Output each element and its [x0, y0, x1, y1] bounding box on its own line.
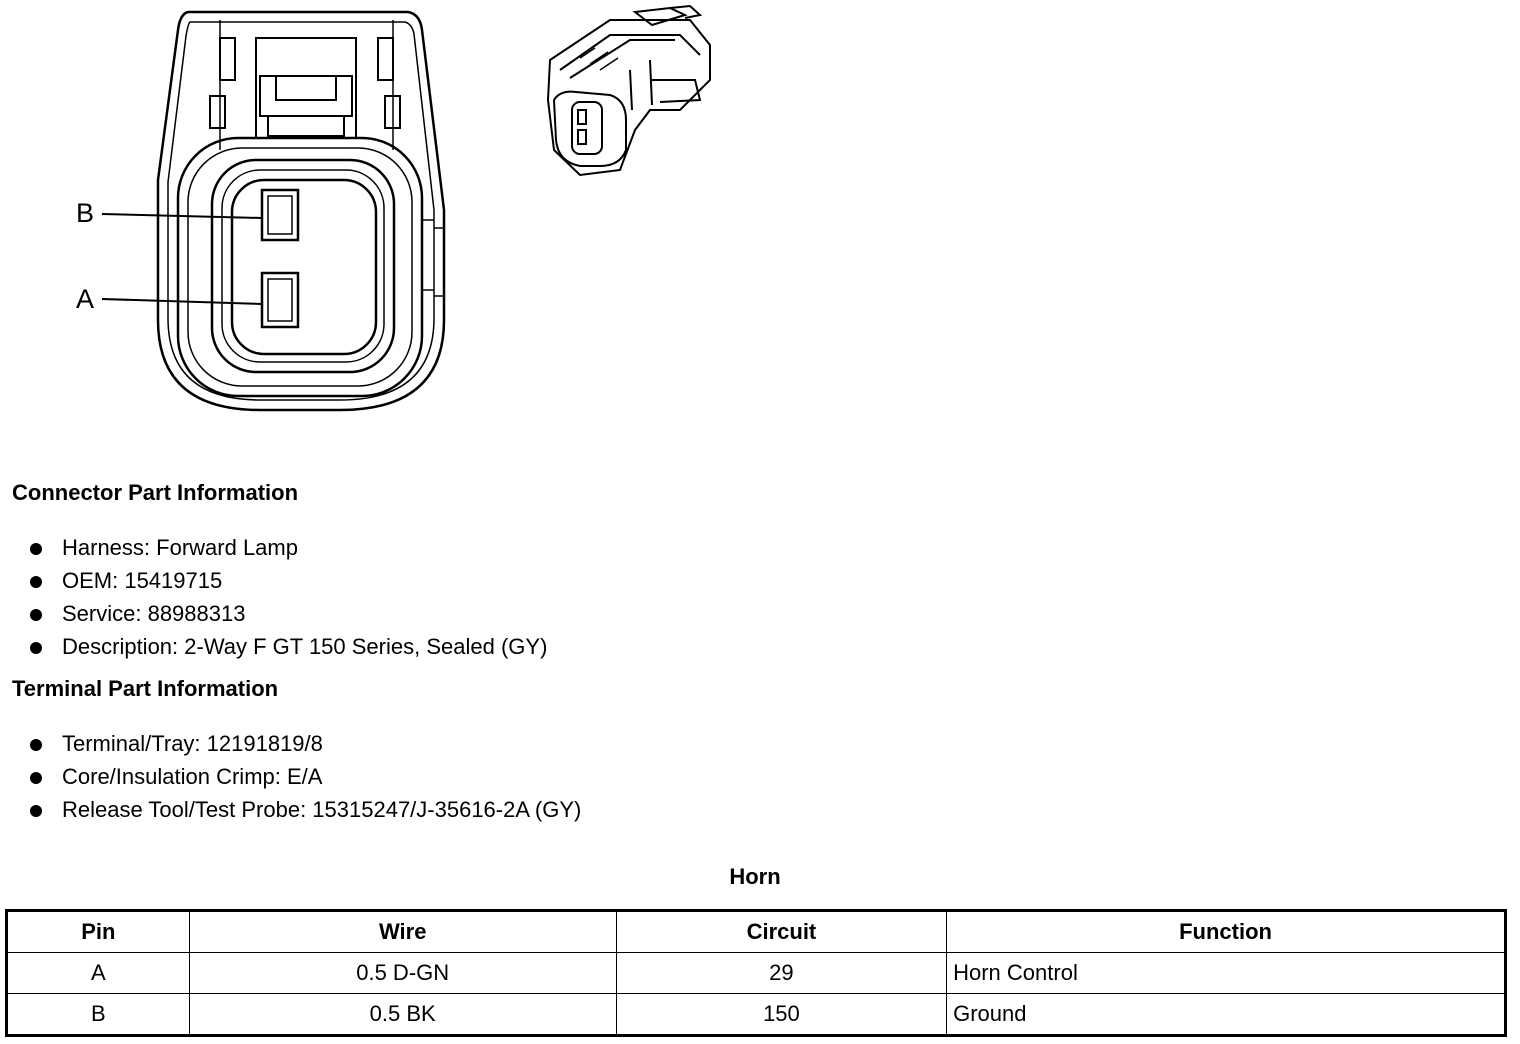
bullet-icon — [30, 739, 42, 751]
terminal-info-crimp: Core/Insulation Crimp: E/A — [62, 764, 323, 789]
list-item: OEM: 15419715 — [30, 566, 547, 599]
list-item: Terminal/Tray: 12191819/8 — [30, 729, 581, 762]
list-item: Description: 2-Way F GT 150 Series, Seal… — [30, 632, 547, 665]
connector-info-oem: OEM: 15419715 — [62, 568, 223, 593]
cell-function: Ground — [946, 993, 1506, 1036]
bullet-icon — [30, 576, 42, 588]
terminal-info-list: Terminal/Tray: 12191819/8 Core/Insulatio… — [30, 729, 581, 828]
header-wire: Wire — [188, 910, 617, 953]
cell-circuit: 150 — [615, 993, 948, 1036]
header-circuit: Circuit — [615, 910, 948, 953]
terminal-info-release-tool: Release Tool/Test Probe: 15315247/J-3561… — [62, 797, 582, 822]
list-item: Core/Insulation Crimp: E/A — [30, 762, 581, 795]
cell-circuit: 29 — [615, 952, 948, 994]
bullet-icon — [30, 642, 42, 654]
cell-pin: A — [6, 952, 190, 994]
pinout-table: Pin Wire Circuit Function A 0.5 D-GN 29 … — [5, 909, 1507, 1037]
bullet-icon — [30, 609, 42, 621]
table-row: A 0.5 D-GN 29 Horn Control — [6, 952, 1506, 994]
list-item: Service: 88988313 — [30, 599, 547, 632]
table-row: B 0.5 BK 150 Ground — [6, 993, 1506, 1036]
connector-info-description: Description: 2-Way F GT 150 Series, Seal… — [62, 634, 548, 659]
list-item: Release Tool/Test Probe: 15315247/J-3561… — [30, 795, 581, 828]
bullet-icon — [30, 543, 42, 555]
terminal-info-title: Terminal Part Information — [12, 676, 279, 701]
pin-label-a: A — [76, 284, 95, 314]
cell-wire: 0.5 D-GN — [188, 952, 617, 994]
table-title: Horn — [729, 864, 781, 889]
table-header-row: Pin Wire Circuit Function — [6, 910, 1506, 953]
connector-info-service: Service: 88988313 — [62, 601, 246, 626]
header-function: Function — [946, 910, 1506, 953]
header-pin: Pin — [6, 910, 190, 953]
connector-info-harness: Harness: Forward Lamp — [62, 535, 298, 560]
bullet-icon — [30, 772, 42, 784]
cell-wire: 0.5 BK — [188, 993, 617, 1036]
connector-isometric-illustration — [546, 4, 711, 177]
bullet-icon — [30, 805, 42, 817]
connector-info-list: Harness: Forward Lamp OEM: 15419715 Serv… — [30, 533, 547, 665]
connector-face-diagram — [101, 10, 446, 412]
list-item: Harness: Forward Lamp — [30, 533, 547, 566]
cell-pin: B — [6, 993, 190, 1036]
pin-label-b: B — [76, 198, 95, 228]
terminal-info-tray: Terminal/Tray: 12191819/8 — [62, 731, 323, 756]
cell-function: Horn Control — [946, 952, 1506, 994]
connector-info-title: Connector Part Information — [12, 480, 299, 505]
